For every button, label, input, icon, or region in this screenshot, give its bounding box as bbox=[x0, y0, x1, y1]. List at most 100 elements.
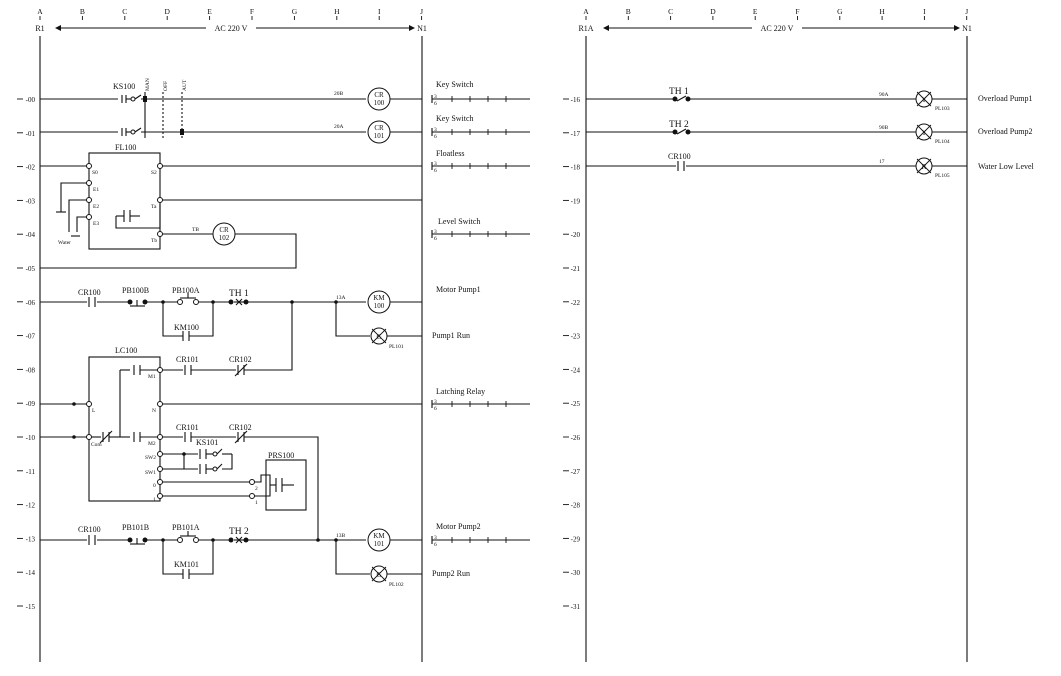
ref-latching-relay: Latching Relay bbox=[436, 387, 485, 396]
wire-90a: 90A bbox=[879, 92, 889, 98]
left-rail-label-n1: N1 bbox=[417, 24, 427, 33]
ref-key-switch-2: Key Switch bbox=[436, 114, 474, 123]
tag-km101: KM101 bbox=[174, 560, 199, 569]
svg-text:CR: CR bbox=[374, 91, 384, 99]
ref-motor-pump-1: Motor Pump1 bbox=[436, 285, 481, 294]
column-marker: I bbox=[378, 7, 381, 16]
svg-text:E1: E1 bbox=[93, 187, 99, 193]
ref-pump2-run: Pump2 Run bbox=[432, 569, 470, 578]
svg-text:G: G bbox=[376, 571, 381, 579]
svg-text:100: 100 bbox=[374, 99, 385, 107]
right-rail-label-n1: N1 bbox=[962, 24, 972, 33]
svg-text:2: 2 bbox=[255, 486, 258, 492]
rung-number: -29 bbox=[571, 535, 581, 543]
tag-cr101-alt: CR101 bbox=[176, 423, 199, 432]
contact-ref-nc: 6 bbox=[434, 168, 437, 174]
sel-pos-man: MAN bbox=[145, 78, 151, 91]
rung-number: -30 bbox=[571, 569, 581, 577]
latching-relay-box bbox=[88, 356, 161, 502]
rung-number: -05 bbox=[26, 265, 36, 273]
tag-cr100-right: CR100 bbox=[668, 152, 691, 161]
arrow-head-icon bbox=[603, 25, 609, 31]
tag-km100: KM100 bbox=[174, 323, 199, 332]
svg-text:102: 102 bbox=[219, 234, 230, 242]
tag-th1-right: TH 1 bbox=[669, 87, 689, 97]
rung-number: -24 bbox=[571, 366, 581, 374]
tag-pb100b: PB100B bbox=[122, 286, 149, 295]
contact-ref-nc: 6 bbox=[434, 236, 437, 242]
rung-number: -11 bbox=[26, 468, 36, 476]
column-marker: E bbox=[753, 7, 758, 16]
svg-text:Y: Y bbox=[921, 129, 926, 137]
svg-text:Ta: Ta bbox=[151, 204, 157, 210]
tag-ks100: KS100 bbox=[113, 82, 135, 91]
rung-latching-relay: LC100 M1 CR101 CR102 L N Latching Relay … bbox=[40, 302, 485, 540]
rung-water-low-level: CR100 17 R PL105 Water Low Level bbox=[586, 152, 1035, 179]
column-marker: C bbox=[122, 7, 127, 16]
rung-number: -28 bbox=[571, 502, 581, 510]
rung-number: -17 bbox=[571, 130, 581, 138]
rung-key-switch-2: 20A CR 101 Key Switch bbox=[40, 114, 474, 144]
contact-ref-no: 3 bbox=[434, 94, 437, 100]
ref-level-switch: Level Switch bbox=[438, 217, 480, 226]
svg-text:E2: E2 bbox=[93, 204, 99, 210]
rung-number: -21 bbox=[571, 265, 581, 273]
ref-water-low-level: Water Low Level bbox=[978, 162, 1035, 171]
sel-pos-aut: AUT bbox=[182, 79, 188, 91]
svg-text:0: 0 bbox=[153, 483, 156, 489]
label-water: Water bbox=[58, 240, 71, 246]
contact-ref-no: 3 bbox=[434, 535, 437, 541]
left-supply-label: AC 220 V bbox=[215, 24, 248, 33]
tag-th1: TH 1 bbox=[229, 289, 249, 299]
sel-pos-off: OFF bbox=[163, 81, 169, 91]
svg-text:KM: KM bbox=[373, 294, 385, 302]
svg-text:M1: M1 bbox=[148, 374, 156, 380]
rung-overload-pump-2: TH 2 90B Y PL104 Overload Pump2 bbox=[586, 120, 1032, 145]
wire-20a: 20A bbox=[334, 124, 344, 130]
svg-text:1: 1 bbox=[153, 497, 156, 503]
rung-number: -07 bbox=[26, 333, 36, 341]
tag-pl101: PL101 bbox=[389, 344, 404, 350]
svg-text:Y: Y bbox=[921, 96, 926, 104]
svg-text:101: 101 bbox=[374, 540, 385, 548]
contact-ref-nc: 6 bbox=[434, 134, 437, 140]
tag-cr101-latch: CR101 bbox=[176, 355, 199, 364]
rung-number: -02 bbox=[26, 164, 36, 172]
column-marker: G bbox=[837, 7, 843, 16]
tag-pb100a: PB100A bbox=[172, 286, 200, 295]
column-marker: D bbox=[164, 7, 170, 16]
rung-number: -06 bbox=[26, 299, 36, 307]
svg-text:L: L bbox=[92, 408, 96, 414]
rung-number: -16 bbox=[571, 96, 581, 104]
column-marker: B bbox=[626, 7, 631, 16]
arrow-head-icon bbox=[55, 25, 61, 31]
rung-number: -10 bbox=[26, 434, 36, 442]
ref-pump1-run: Pump1 Run bbox=[432, 331, 470, 340]
wire-90b: 90B bbox=[879, 125, 889, 131]
tag-th2-right: TH 2 bbox=[669, 120, 689, 130]
svg-text:KM: KM bbox=[373, 532, 385, 540]
column-marker: I bbox=[923, 7, 926, 16]
svg-text:N: N bbox=[152, 408, 156, 414]
svg-text:M2: M2 bbox=[148, 441, 156, 447]
rung-number: -12 bbox=[26, 502, 36, 510]
arrow-head-icon bbox=[409, 25, 415, 31]
column-marker: D bbox=[710, 7, 716, 16]
tag-th2: TH 2 bbox=[229, 527, 249, 537]
contact-ref-no: 3 bbox=[434, 127, 437, 133]
rung-number: -26 bbox=[571, 434, 581, 442]
rung-number: -25 bbox=[571, 400, 581, 408]
tag-ks101: KS101 bbox=[196, 438, 218, 447]
contact-ref-no: 3 bbox=[434, 161, 437, 167]
rung-motor-pump-2: CR100 PB101B PB101A TH 2 KM101 13B KM 10… bbox=[40, 522, 481, 588]
svg-text:SW2: SW2 bbox=[145, 455, 156, 461]
column-marker: H bbox=[334, 7, 340, 16]
tag-pl102: PL102 bbox=[389, 582, 404, 588]
svg-text:Com: Com bbox=[91, 442, 102, 448]
right-rung-numbers: -16-17-18-19-20-21-22-23-24-25-26-27-28-… bbox=[563, 96, 580, 611]
tag-pl105: PL105 bbox=[935, 173, 950, 179]
column-marker: F bbox=[250, 7, 254, 16]
rung-number: -03 bbox=[26, 197, 36, 205]
rung-number: -20 bbox=[571, 231, 581, 239]
left-rung-numbers: -00-01-02-03-04-05-06-07-08-09-10-11-12-… bbox=[17, 96, 35, 611]
